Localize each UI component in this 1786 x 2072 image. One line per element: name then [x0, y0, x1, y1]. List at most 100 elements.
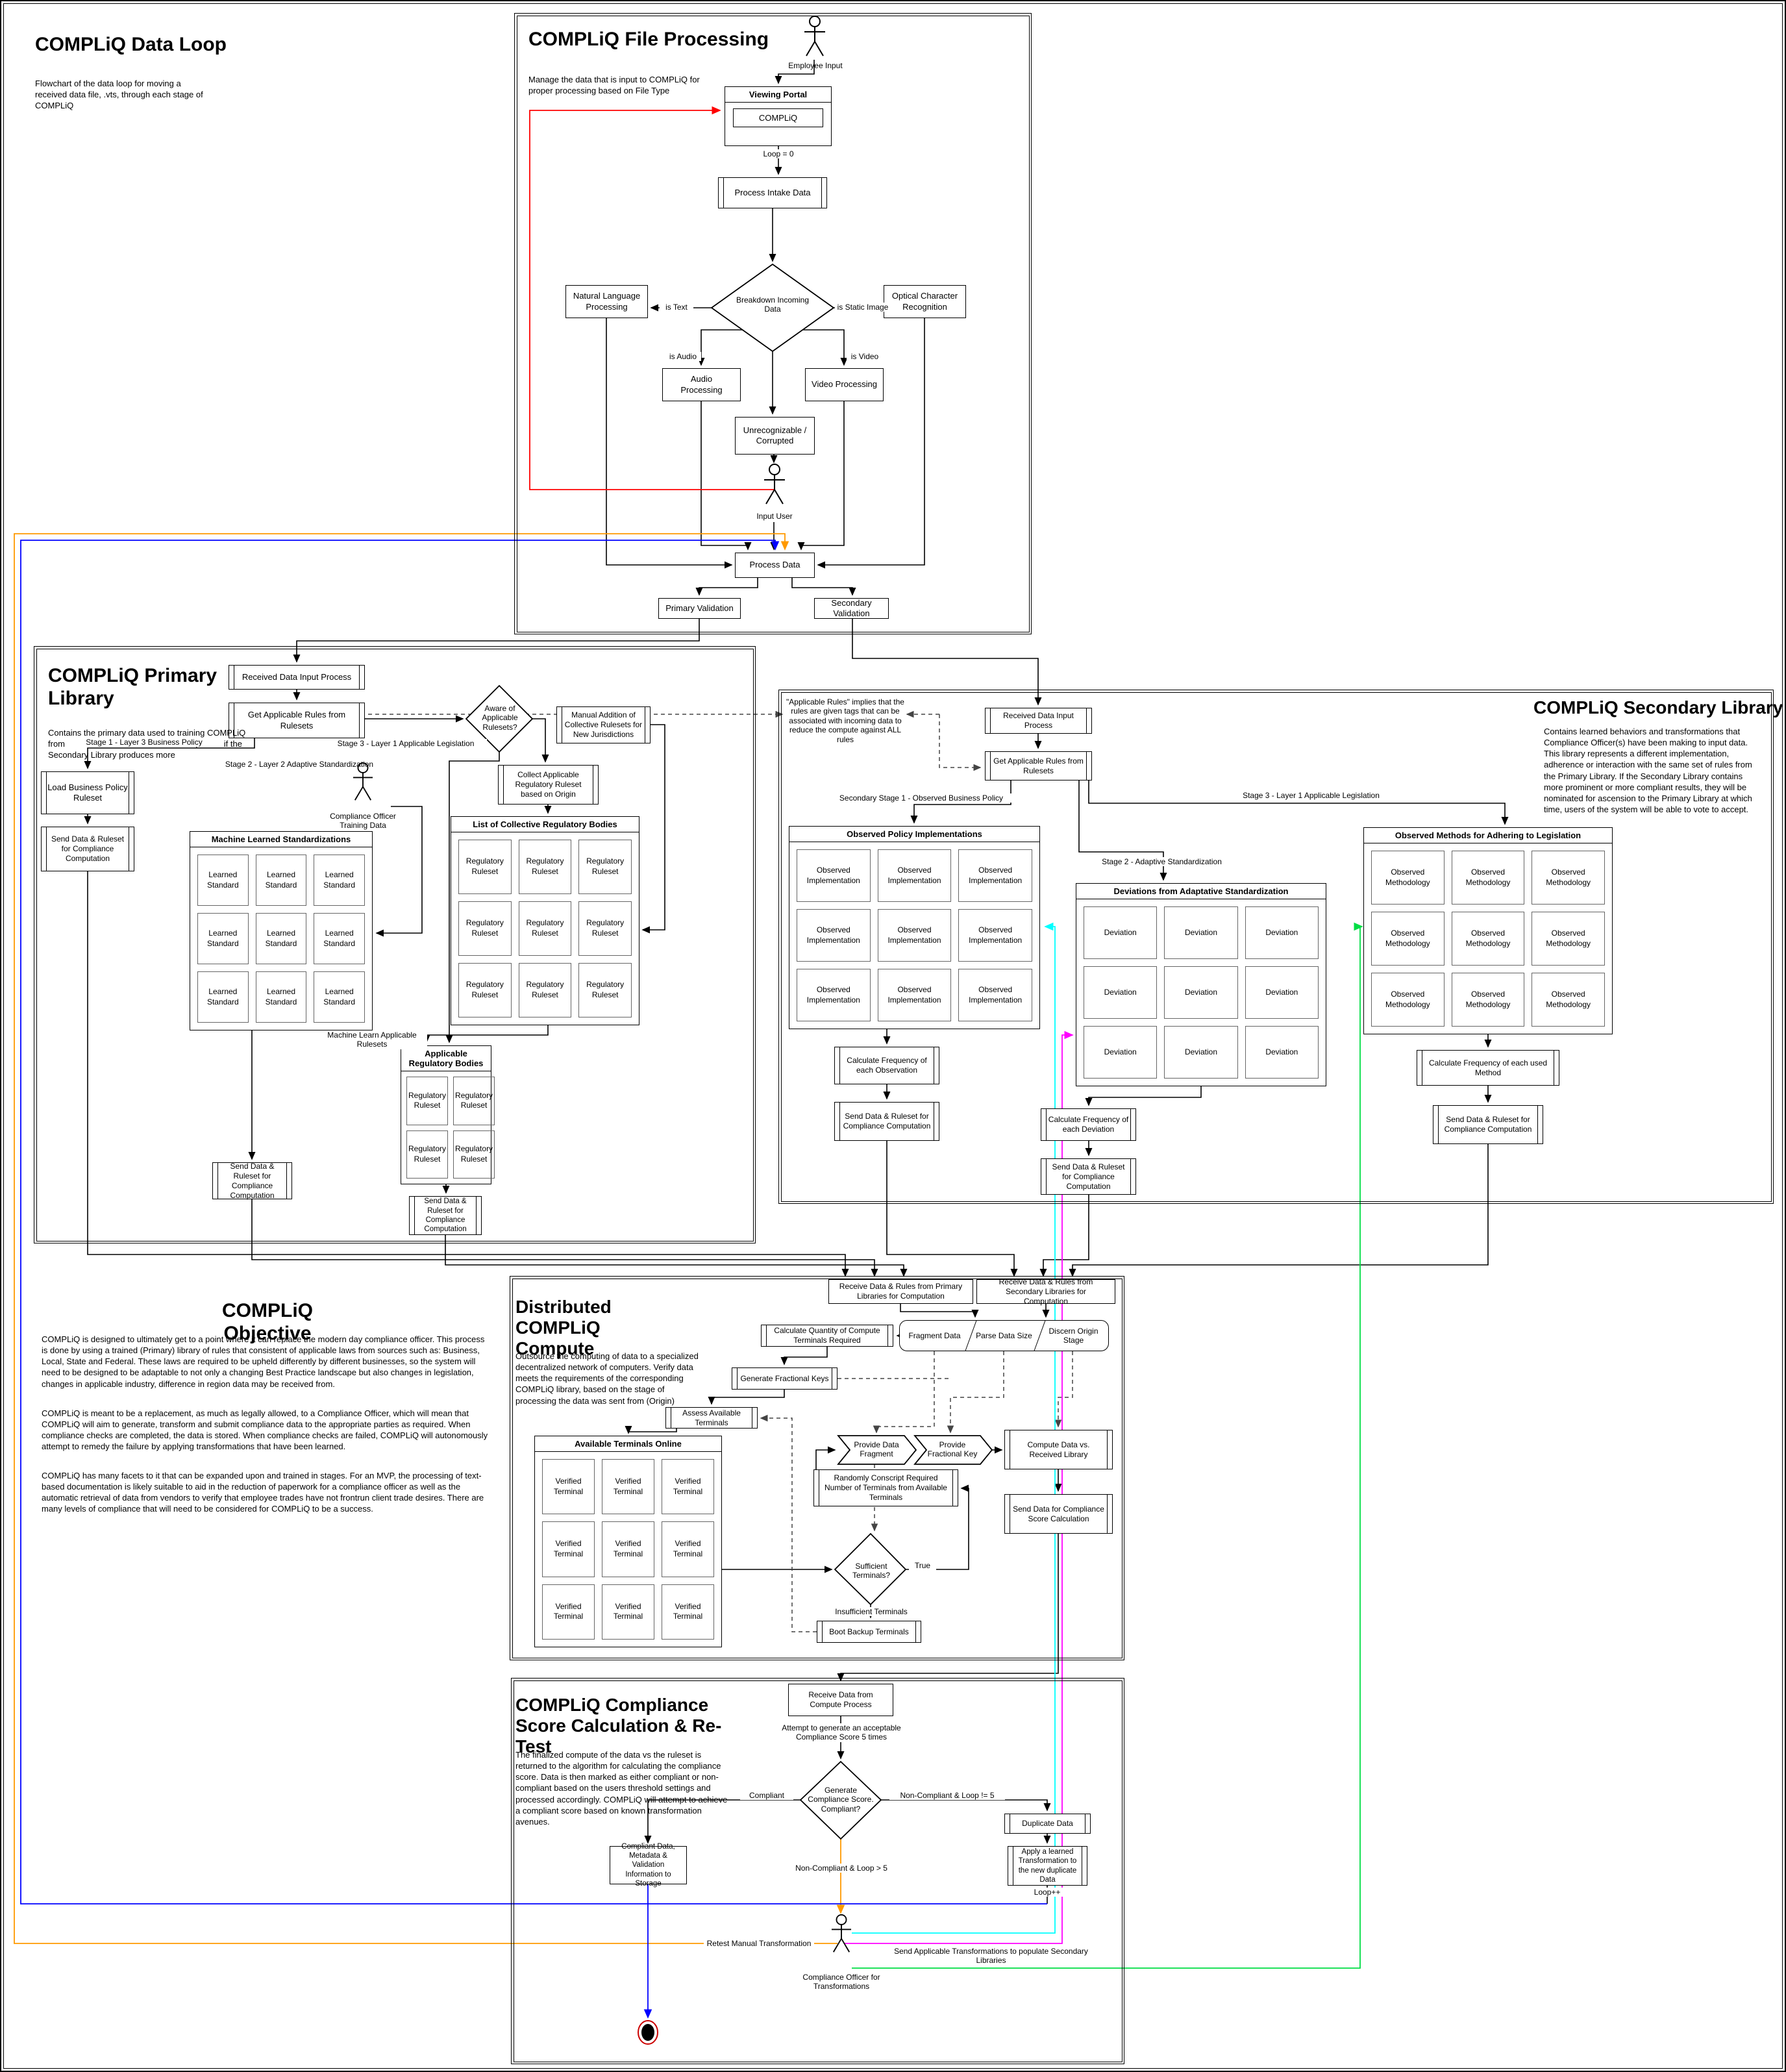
person-icon: [831, 1914, 852, 1953]
regulatory-ruleset-cell: Regulatory Ruleset: [458, 901, 512, 956]
receive-secondary-node: Receive Data & Rules from Secondary Libr…: [976, 1277, 1115, 1306]
learned-standard-cell: Learned Standard: [255, 855, 307, 906]
regulatory-ruleset-cell: Regulatory Ruleset: [518, 963, 572, 1017]
section-distributed-compute: [510, 1276, 1124, 1660]
calc-dev-node: Calculate Frequency of each Deviation: [1041, 1108, 1136, 1141]
unrecognizable-node: Unrecognizable / Corrupted: [735, 417, 815, 455]
send-transform-label: Send Applicable Transformations to popul…: [879, 1947, 1103, 1966]
regulatory-ruleset-cell: Regulatory Ruleset: [406, 1130, 449, 1179]
generate-score-diamond: [799, 1760, 882, 1840]
insufficient-label: Insufficient Terminals: [831, 1607, 912, 1617]
secondary-library-title: COMPLiQ Secondary Library: [1533, 697, 1783, 718]
compliq-node: COMPLiQ: [733, 108, 823, 127]
employee-actor: [802, 16, 827, 62]
process-data-node: Process Data: [735, 553, 815, 578]
employee-actor-label: Employee Input: [788, 61, 843, 70]
calc-quantity-node: Calculate Quantity of Compute Terminals …: [761, 1325, 893, 1347]
provide-data-fragment-shape: [837, 1435, 917, 1465]
observed-method-cell: Observed Methodology: [1451, 851, 1525, 905]
learned-standard-cell: Learned Standard: [314, 855, 365, 906]
observed-impl-cell: Observed Implementation: [797, 909, 871, 962]
deviations-title: Deviations from Adaptative Standardizati…: [1076, 884, 1326, 899]
observed-method-cell: Observed Methodology: [1451, 973, 1525, 1027]
section-primary-library: [34, 646, 756, 1243]
receive-compute-node: Receive Data from Compute Process: [788, 1684, 893, 1716]
regulatory-ruleset-cell: Regulatory Ruleset: [453, 1077, 495, 1125]
pl-get-rules-node: Get Applicable Rules from Rulesets: [229, 703, 365, 738]
deviation-cell: Deviation: [1084, 1026, 1158, 1079]
sl-received-node: Received Data Input Process: [985, 708, 1092, 734]
mls-container: Machine Learned Standardizations Learned…: [190, 831, 373, 1030]
video-processing-node: Video Processing: [805, 368, 884, 401]
stage3-label: Stage 3 - Layer 1 Applicable Legislation: [325, 739, 487, 749]
collect-ruleset-node: Collect Applicable Regulatory Ruleset ba…: [498, 765, 599, 805]
s-stage2-label: Stage 2 - Adaptive Standardization: [1092, 857, 1232, 867]
retest-label: Retest Manual Transformation: [704, 1939, 814, 1949]
apply-transform-node: Apply a learned Transformation to the ne…: [1008, 1846, 1087, 1886]
stage2-label: Stage 2 - Layer 2 Adaptive Standardizati…: [212, 760, 386, 769]
duplicate-node: Duplicate Data: [1004, 1814, 1091, 1834]
learned-standard-cell: Learned Standard: [197, 913, 249, 964]
objective-p2: COMPLiQ is meant to be a replacement, as…: [42, 1408, 488, 1452]
list-regulatory-container: List of Collective Regulatory Bodies Reg…: [451, 816, 639, 1025]
compute-vs-node: Compute Data vs. Received Library: [1004, 1430, 1113, 1469]
learned-standard-cell: Learned Standard: [255, 971, 307, 1023]
file-processing-desc: Manage the data that is input to COMPLiQ…: [528, 75, 700, 96]
audio-processing-node: Audio Processing: [662, 368, 741, 401]
true-label: True: [909, 1561, 936, 1571]
deviation-cell: Deviation: [1084, 966, 1158, 1019]
mls-title: Machine Learned Standardizations: [190, 832, 372, 847]
verified-terminal-cell: Verified Terminal: [662, 1459, 714, 1515]
arb-title: Applicable Regulatory Bodies: [401, 1046, 491, 1071]
score-title: COMPLiQ Compliance Score Calculation & R…: [515, 1695, 722, 1757]
observed-method-cell: Observed Methodology: [1451, 912, 1525, 966]
observed-impl-cell: Observed Implementation: [958, 909, 1032, 962]
primary-library-title: COMPLiQ Primary Library: [48, 665, 217, 709]
oma-container: Observed Methods for Adhering to Legisla…: [1363, 827, 1613, 1034]
receive-primary-node: Receive Data & Rules from Primary Librar…: [828, 1279, 973, 1304]
observed-method-cell: Observed Methodology: [1532, 973, 1605, 1027]
sl-send-cc-3: Send Data & Ruleset for Compliance Compu…: [1433, 1105, 1543, 1144]
is-text-label: is Text: [660, 303, 693, 312]
deviation-cell: Deviation: [1245, 906, 1319, 959]
sl-send-cc-2: Send Data & Ruleset for Compliance Compu…: [1041, 1158, 1136, 1195]
aware-diamond-label: Aware of Applicable Rulesets?: [482, 704, 518, 732]
secondary-library-desc: Contains learned behaviors and transform…: [1544, 727, 1752, 815]
provide-key-label: Provide Fractional Key: [927, 1440, 978, 1459]
observed-impl-cell: Observed Implementation: [877, 849, 952, 902]
file-processing-title: COMPLiQ File Processing: [528, 29, 769, 50]
viewing-portal-title: Viewing Portal: [725, 87, 831, 103]
observed-impl-cell: Observed Implementation: [797, 969, 871, 1021]
objective-p1: COMPLiQ is designed to ultimately get to…: [42, 1334, 485, 1389]
section-file-processing: [514, 13, 1032, 634]
verified-terminal-cell: Verified Terminal: [602, 1584, 654, 1640]
provide-fragment-label: Provide Data Fragment: [854, 1440, 899, 1459]
objective-p3: COMPLiQ has many facets to it that can b…: [42, 1471, 484, 1514]
regulatory-ruleset-cell: Regulatory Ruleset: [518, 840, 572, 894]
viewing-portal: Viewing Portal COMPLiQ: [725, 86, 832, 146]
pl-send-cc-left: Send Data & Ruleset for Compliance Compu…: [41, 827, 134, 871]
load-policy-node: Load Business Policy Ruleset: [41, 771, 134, 814]
oma-title: Observed Methods for Adhering to Legisla…: [1364, 828, 1612, 843]
terminals-container: Available Terminals Online Verified Term…: [534, 1436, 722, 1647]
data-stage-trio: Fragment Data Parse Data Size Discern Or…: [899, 1320, 1109, 1351]
observed-method-cell: Observed Methodology: [1371, 851, 1445, 905]
compute-title: Distributed COMPLiQ Compute: [515, 1297, 612, 1359]
manual-addition-node: Manual Addition of Collective Rulesets f…: [556, 706, 651, 743]
is-video-label: is Video: [847, 352, 883, 362]
terminals-title: Available Terminals Online: [535, 1436, 721, 1452]
loop0-label: Loop = 0: [756, 149, 800, 159]
sl-send-cc-1: Send Data & Ruleset for Compliance Compu…: [834, 1102, 939, 1141]
primary-validation-node: Primary Validation: [658, 598, 741, 619]
officer-training-actor: [351, 762, 375, 806]
page-title: COMPLiQ Data Loop: [35, 34, 227, 55]
regulatory-ruleset-cell: Regulatory Ruleset: [578, 840, 632, 894]
breakdown-diamond: [710, 263, 835, 353]
verified-terminal-cell: Verified Terminal: [662, 1584, 714, 1640]
sufficient-diamond-label: Sufficient Terminals?: [852, 1562, 891, 1580]
stage1-label: Stage 1 - Layer 3 Business Policy: [66, 738, 222, 747]
observed-method-cell: Observed Methodology: [1532, 851, 1605, 905]
regulatory-ruleset-cell: Regulatory Ruleset: [458, 963, 512, 1017]
regulatory-ruleset-cell: Regulatory Ruleset: [518, 901, 572, 956]
